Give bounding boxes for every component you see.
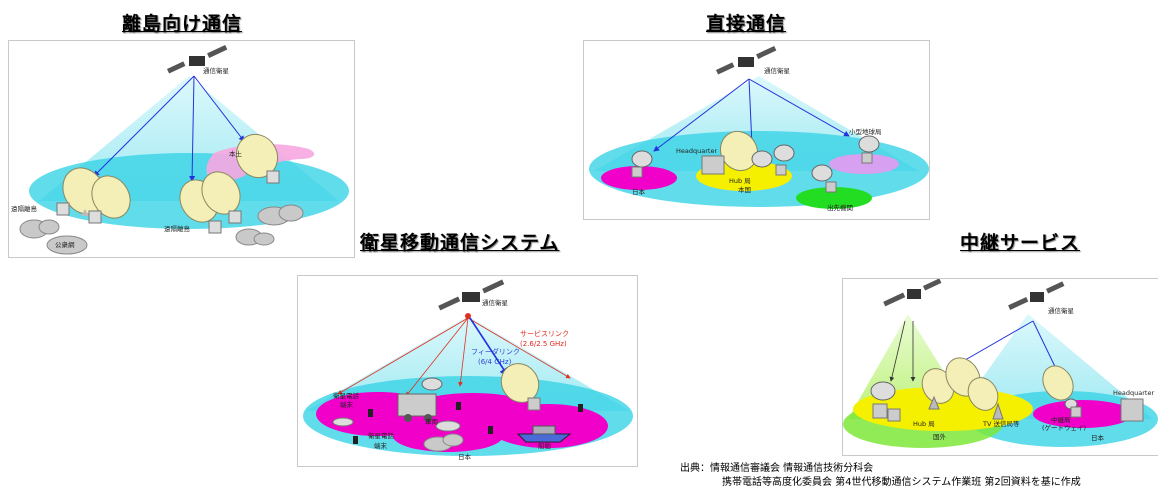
remote-island-label-center: 遠隔離島 <box>164 224 191 233</box>
region-small-station <box>829 154 899 174</box>
dish-antenna-tv <box>945 357 1004 420</box>
service-link-arrow-4 <box>467 317 571 379</box>
service-link-label: サービスリンク <box>520 329 569 338</box>
feeder-link-arrow <box>469 317 509 378</box>
title-mobile: 衛星移動通信システム <box>360 232 560 254</box>
service-link-band-label: (2.6/2.5 GHz) <box>520 340 567 348</box>
dish-antenna-center <box>179 171 242 234</box>
dish-antenna-small-station <box>858 135 880 164</box>
mainland-label: 本土 <box>229 149 243 158</box>
satellite-label: 通信衛星 <box>764 66 791 75</box>
headquarter-label: Headquarter <box>1113 389 1154 397</box>
overseas-office-label: 出先機関 <box>827 203 853 212</box>
cloud-right <box>235 204 304 246</box>
satellite-icon-right <box>1008 281 1065 310</box>
link-arrow-left <box>93 75 195 177</box>
japan-label: 日本 <box>632 187 646 196</box>
headquarter-label: Headquarter <box>676 147 717 155</box>
hub-station-label: Hub 局 <box>729 177 751 185</box>
ship-icon <box>516 425 572 443</box>
home-country-label: 本国 <box>738 185 751 194</box>
region-overseas-office <box>796 187 872 209</box>
ship-label: 船舶 <box>538 441 551 450</box>
phone-terminals <box>353 402 583 444</box>
tv-station-label: TV 送信局等 <box>982 419 1020 428</box>
satellite-label: 通信衛星 <box>1048 306 1075 315</box>
small-earth-station-label: 小型地球局 <box>849 127 882 136</box>
dish-antenna-relay <box>1042 365 1082 418</box>
vehicle-label: 車両 <box>425 417 439 426</box>
panel-relay: 通信衛星 Headquarter Hub 局 TV 送信局等 中継局 (ゲートウ… <box>842 278 1158 456</box>
satellite-label: 通信衛星 <box>482 298 509 307</box>
cloud-icon <box>423 433 464 452</box>
title-direct: 直接通信 <box>706 13 787 35</box>
region-magenta-right <box>1033 400 1133 428</box>
service-link-arrow-1 <box>337 317 469 395</box>
source-note-line-2: 携帯電話等高度化委員会 第4世代移動通信システム作業班 第2回資料を基に作成 <box>722 477 1081 488</box>
satellite-icon-left <box>883 279 942 307</box>
dish-antenna-mainland <box>235 133 280 184</box>
remote-island-label-left: 遠隔離島 <box>11 204 38 213</box>
headquarter-building <box>1120 398 1144 422</box>
public-network-label: 公衆網 <box>55 240 75 249</box>
vehicle-icon <box>397 377 443 422</box>
link-arrow-left <box>653 78 750 152</box>
feeder-dish-antenna <box>500 363 541 411</box>
gateway-label: (ゲートウェイ) <box>1042 423 1086 432</box>
service-link-arrow-3 <box>458 317 469 387</box>
terminal-label-2a: 衛星電話 <box>368 431 395 440</box>
relay-arrow-left-1 <box>889 320 906 382</box>
region-japan <box>601 166 677 190</box>
japan-label: 日本 <box>1091 433 1105 442</box>
terminal-label-1b: 端末 <box>340 400 354 409</box>
dish-antenna-hub <box>701 130 795 176</box>
panel-direct: 通信衛星 Headquarter 小型地球局 日本 Hub 局 本国 出先機関 <box>583 40 930 220</box>
satellite-icon <box>166 44 228 74</box>
link-arrow-center <box>189 75 196 182</box>
satellite-icon <box>715 45 777 75</box>
satellite-icon <box>438 279 505 311</box>
source-note-line-1: 出典：情報通信審議会 情報通信技術分科会 <box>680 463 874 474</box>
satellite-feed-dot <box>465 313 471 319</box>
terminal-cylinders <box>332 417 461 432</box>
terminal-label-2b: 端末 <box>374 441 388 450</box>
japan-label: 日本 <box>458 452 472 461</box>
title-relay: 中継サービス <box>960 232 1081 254</box>
service-link-arrow-2 <box>405 317 469 397</box>
satellite-label: 通信衛星 <box>203 66 230 75</box>
title-remote-island: 離島向け通信 <box>122 13 243 35</box>
terminal-label-1a: 衛星電話 <box>333 391 360 400</box>
dish-antenna-left <box>56 167 131 224</box>
dish-antenna-overseas <box>811 164 837 193</box>
hub-station-label: Hub 局 <box>913 420 935 428</box>
panel-remote-island: 通信衛星 本土 遠隔離島 遠隔離島 公衆網 <box>8 40 355 258</box>
link-arrow-hub <box>748 78 755 147</box>
cloud-left <box>19 219 88 255</box>
link-arrow-right <box>748 78 850 137</box>
feeder-link-label: フィーダリンク <box>471 347 520 356</box>
link-arrow-right <box>193 75 245 142</box>
dish-antenna-japan <box>631 150 653 178</box>
panel-mobile: 通信衛星 サービスリンク (2.6/2.5 GHz) フィーダリンク (6/4 … <box>297 275 638 467</box>
overseas-label: 国外 <box>933 432 947 441</box>
feeder-link-band-label: (6/4 GHz) <box>478 358 512 366</box>
relay-station-label: 中継局 <box>1051 415 1071 424</box>
